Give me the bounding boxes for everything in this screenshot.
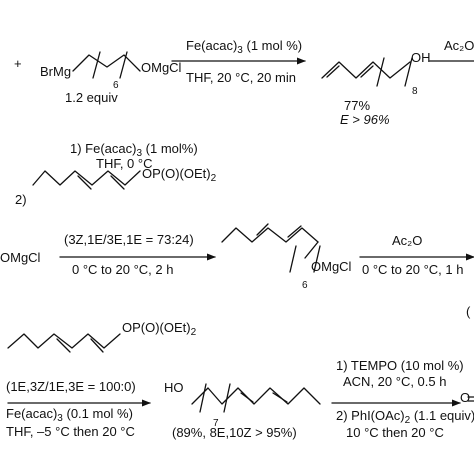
dienol-repeat-bracket-right	[404, 57, 413, 87]
grignard-repeat-bracket-left	[92, 51, 101, 79]
step3-oxidation1: 1) TEMPO (10 mol %)	[336, 358, 464, 373]
step3-phosphate-group: OP(O)(OEt)2	[122, 320, 197, 338]
step2-product-chain	[221, 227, 319, 243]
step2-product-end: OMgCl	[311, 259, 352, 274]
step1-catalyst: Fe(acac)3 (1 mol %)	[186, 38, 303, 56]
step3-repeat-bracket-left	[199, 383, 207, 413]
step3-catalyst: Fe(acac)3 (0.1 mol %)	[6, 406, 133, 424]
reagent2-dienyl-chain	[32, 170, 141, 186]
step3-product-double-bond-e	[240, 392, 254, 403]
step2-product-double-bond-e	[287, 225, 302, 238]
step3-double-bond-e	[90, 338, 104, 353]
dienol-subscript: 8	[412, 86, 418, 97]
step2-product-branch	[304, 241, 319, 259]
step1-conditions: THF, 20 °C, 20 min	[186, 70, 296, 85]
step3-product-o: O	[460, 390, 471, 405]
step1-yield: 77%	[344, 98, 371, 113]
step2-product-subscript: 6	[302, 280, 308, 291]
step3-double-bond-z	[56, 338, 71, 353]
step2-product-double-bond-z	[256, 223, 269, 236]
step2-paren: (	[466, 304, 471, 319]
dienol-double-bond-1	[326, 65, 340, 78]
grignard-subscript: 6	[113, 80, 119, 91]
step2-repeat-bracket-right	[313, 245, 321, 273]
step2-reagent1: 1) Fe(acac)3 (1 mol%)	[70, 141, 198, 159]
grignard-repeat-bracket-right	[119, 51, 128, 79]
step2-reagent2-group: OP(O)(OEt)2	[142, 166, 217, 184]
step3-product-ho: HO	[164, 380, 184, 395]
step3-product-chain	[191, 387, 321, 405]
grignard-chain	[72, 54, 141, 72]
plus-sign: +	[14, 56, 22, 71]
dienol-chain	[321, 61, 411, 79]
step2-reagent2-label: 2)	[15, 192, 27, 207]
step3-product-subscript: 7	[213, 418, 219, 429]
grignard-end-group: OMgCl	[141, 60, 182, 75]
step2-reagent1-conditions: THF, 0 °C	[96, 156, 153, 171]
reagent2-double-bond-e	[110, 175, 125, 190]
step3-repeat-bracket-right	[223, 383, 231, 413]
step3-product-yield: (89%, 8E,10Z > 95%)	[172, 425, 297, 440]
dienol-repeat-bracket-left	[376, 57, 385, 87]
step3-isomer-ratio: (1E,3Z/1E,3E = 100:0)	[6, 379, 136, 394]
dienol-double-bond-2	[360, 65, 374, 78]
step1-next-reagent: Ac₂O	[444, 38, 474, 53]
dienol-oh: OH	[411, 50, 431, 65]
step2-next-conditions: 0 °C to 20 °C, 1 h	[362, 262, 464, 277]
step2-start-label: OMgCl	[0, 250, 41, 265]
step3-dienyl-chain	[7, 333, 121, 349]
step2-isomer-ratio: (3Z,1E/3E,1E = 73:24)	[64, 232, 194, 247]
step3-product-double-bond-z	[272, 392, 288, 403]
step3-oxidation1-conditions: ACN, 20 °C, 0.5 h	[343, 374, 447, 389]
step3-oxidation2-conditions: 10 °C then 20 °C	[346, 425, 444, 440]
step3-oxidation2: 2) PhI(OAc)2 (1.1 equiv)	[336, 408, 474, 426]
step2-next-reagent: Ac₂O	[392, 233, 423, 248]
reagent2-double-bond-z	[77, 175, 92, 190]
step2-conditions: 0 °C to 20 °C, 2 h	[72, 262, 174, 277]
grignard-label: BrMg	[40, 64, 72, 79]
step3-conditions: THF, –5 °C then 20 °C	[6, 424, 135, 439]
grignard-equiv: 1.2 equiv	[65, 90, 118, 105]
step2-repeat-bracket-left	[289, 245, 297, 273]
step1-selectivity: E > 96%	[340, 112, 390, 127]
